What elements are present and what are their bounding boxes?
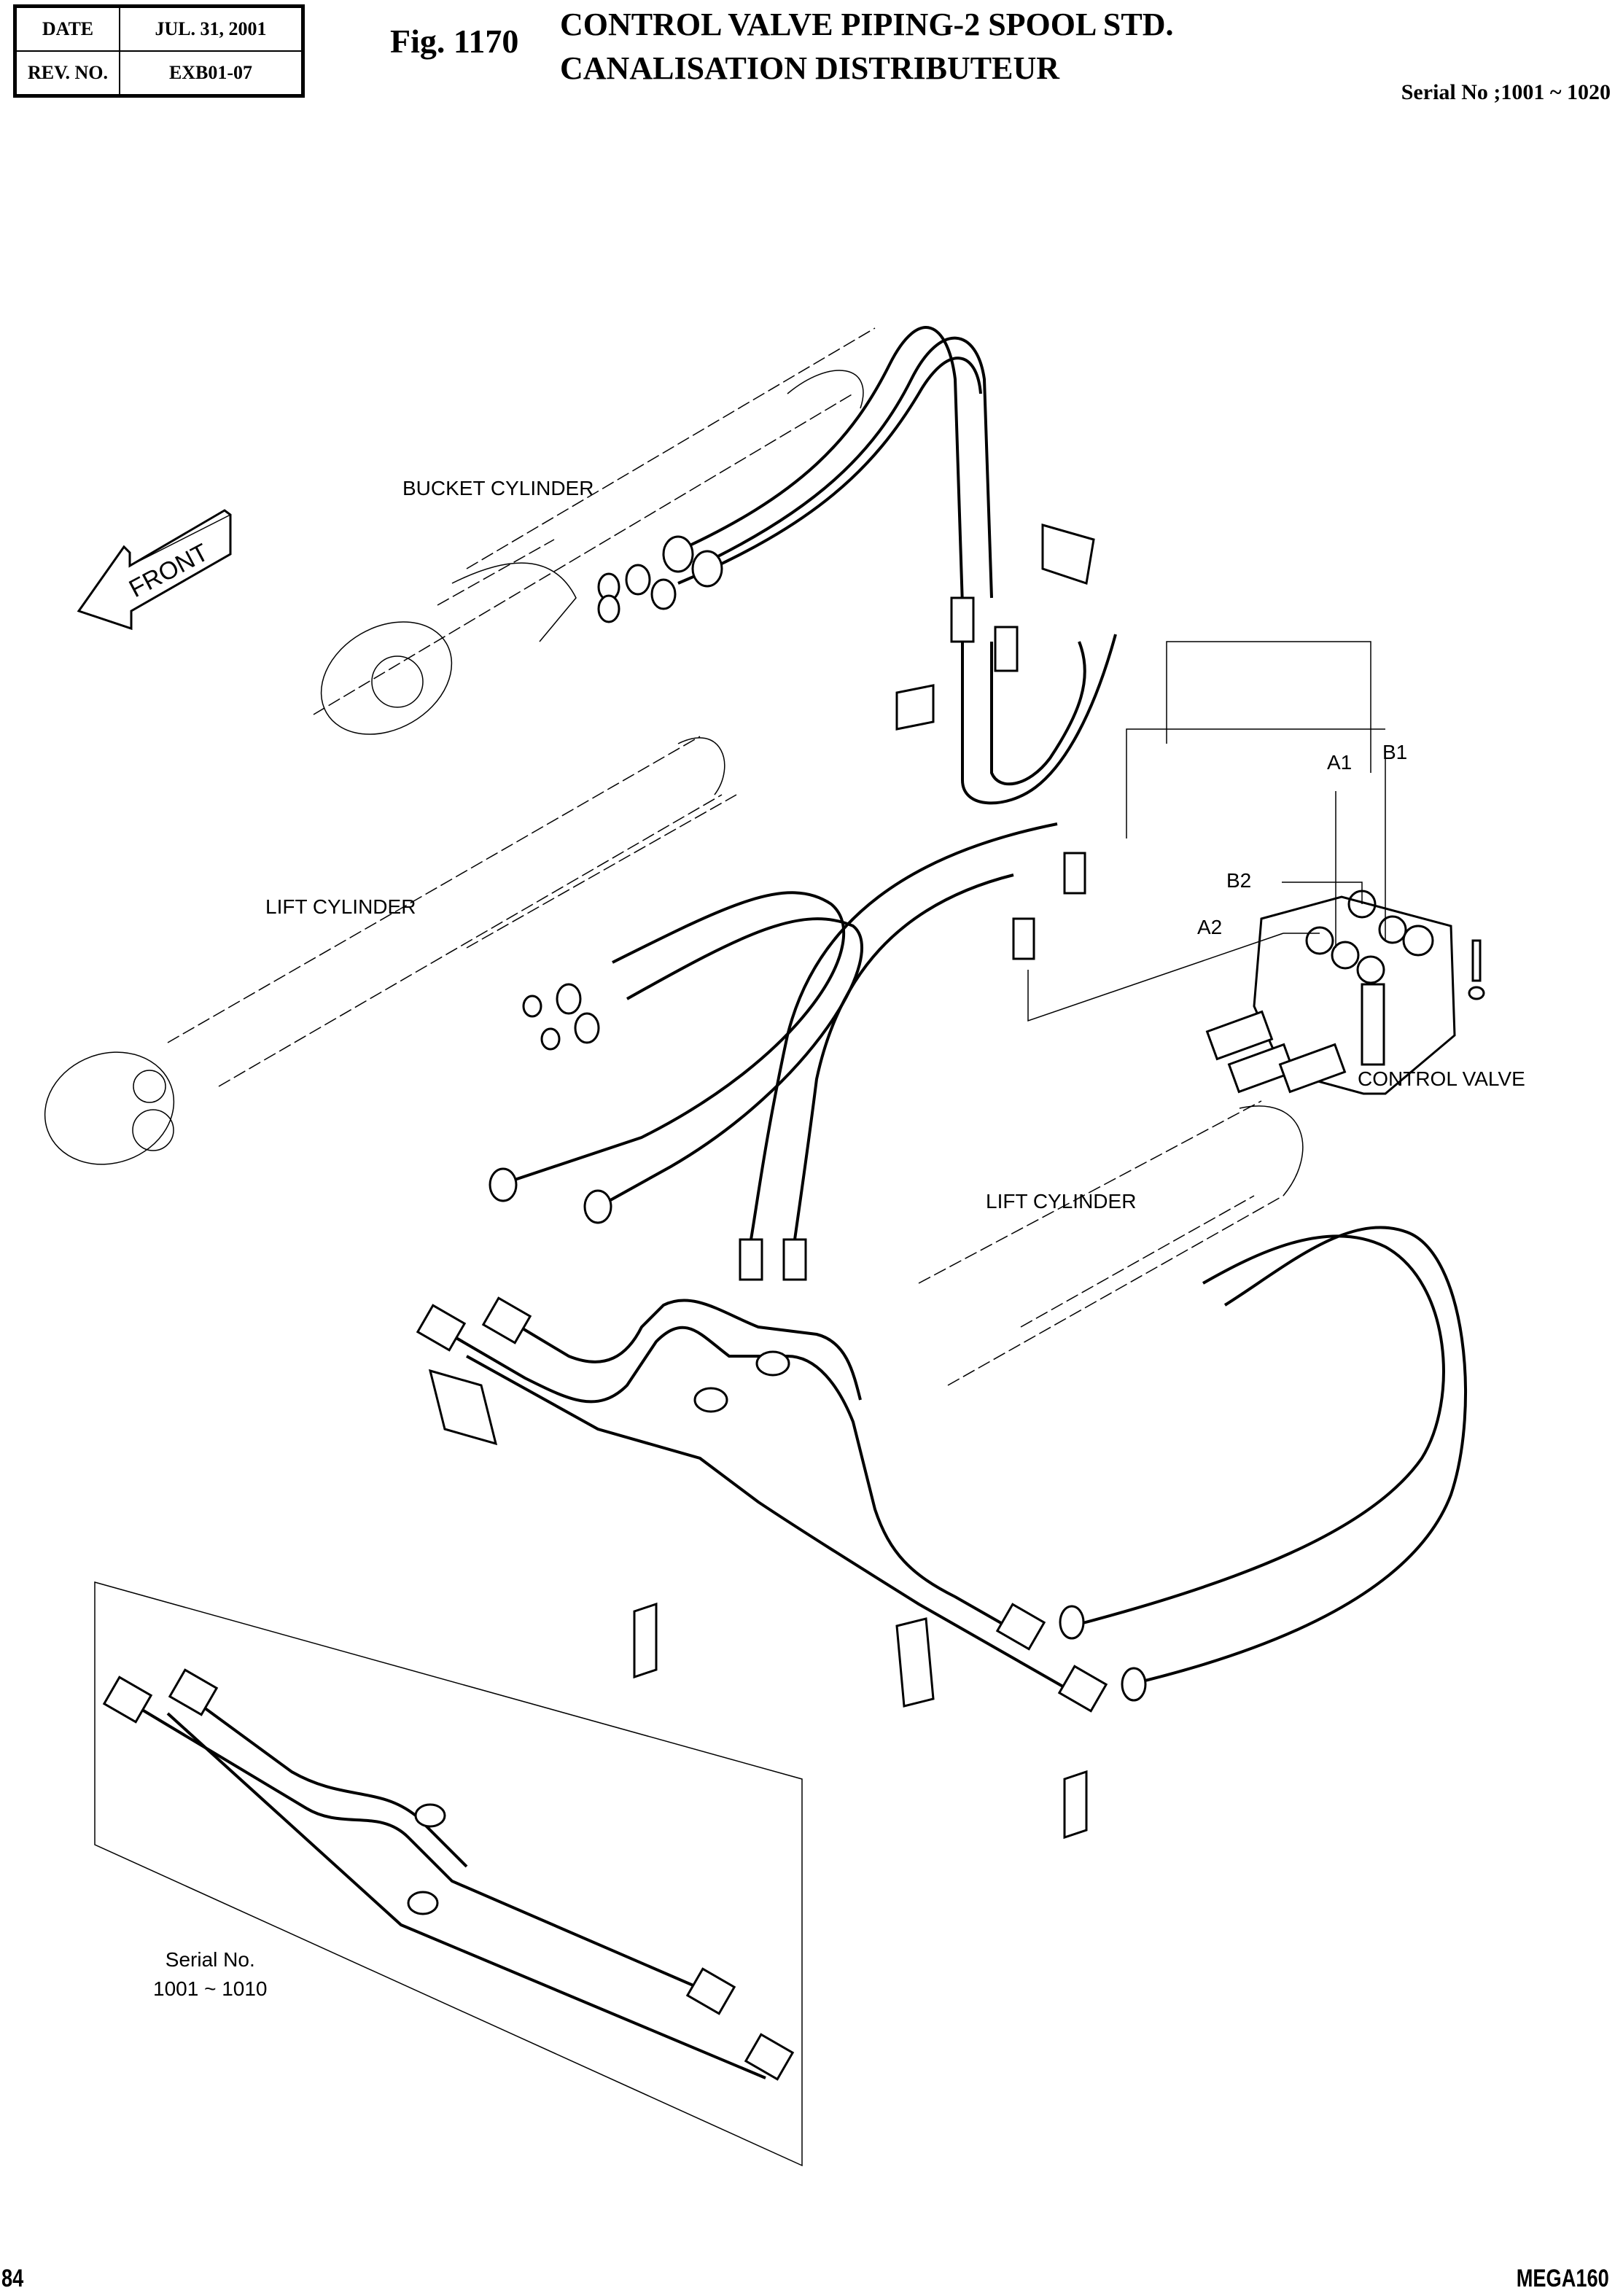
port-b2-label: B2 <box>1226 869 1252 892</box>
control-valve <box>1027 641 1485 1095</box>
front-arrow-icon: FRONT <box>77 509 232 631</box>
revision-table: DATE JUL. 31, 2001 REV. NO. EXB01-07 <box>13 4 305 98</box>
control-valve-label: CONTROL VALVE <box>1358 1067 1525 1090</box>
lift-cylinder-right-label: LIFT CYLINDER <box>986 1190 1137 1213</box>
lift-cylinder-left-label: LIFT CYLINDER <box>265 895 416 918</box>
date-label: DATE <box>14 5 120 52</box>
bucket-hoses <box>670 326 1117 805</box>
brackets-and-clamps <box>428 524 1095 1840</box>
rev-value: EXB01-07 <box>119 50 304 97</box>
rev-label: REV. NO. <box>14 50 120 97</box>
page-number: 84 <box>1 2265 24 2292</box>
bucket-cylinder-label: BUCKET CYLINDER <box>402 477 594 499</box>
title-english: CONTROL VALVE PIPING-2 SPOOL STD. <box>560 7 1174 42</box>
model-name: MEGA160 <box>1517 2265 1609 2292</box>
inset-serial-line1: Serial No. <box>165 1948 255 1971</box>
inset-variant-box <box>94 1581 803 2167</box>
lift-cylinder-left <box>44 736 737 1165</box>
port-b1-label: B1 <box>1382 741 1408 763</box>
valve-hoses <box>739 822 1086 1281</box>
inset-serial-line2: 1001 ~ 1010 <box>153 1977 268 2000</box>
lift-hoses-left <box>489 891 863 1224</box>
page-title: CONTROL VALVE PIPING-2 SPOOL STD. CANALI… <box>560 3 1174 90</box>
steel-pipes <box>416 1296 1108 1713</box>
bucket-cylinder <box>313 327 876 735</box>
lift-cylinder-right <box>918 1100 1304 1386</box>
title-french: CANALISATION DISTRIBUTEUR <box>560 50 1060 86</box>
inset-serial-label: Serial No. 1001 ~ 1010 <box>153 1945 268 2004</box>
port-a2-label: A2 <box>1197 916 1223 938</box>
bucket-fittings <box>597 535 723 623</box>
serial-range: Serial No ;1001 ~ 1020 <box>1401 80 1611 104</box>
port-a1-label: A1 <box>1327 751 1353 774</box>
right-lift-hoses <box>1059 1226 1467 1702</box>
date-value: JUL. 31, 2001 <box>119 5 304 52</box>
figure-number: Fig. 1170 <box>390 23 519 60</box>
